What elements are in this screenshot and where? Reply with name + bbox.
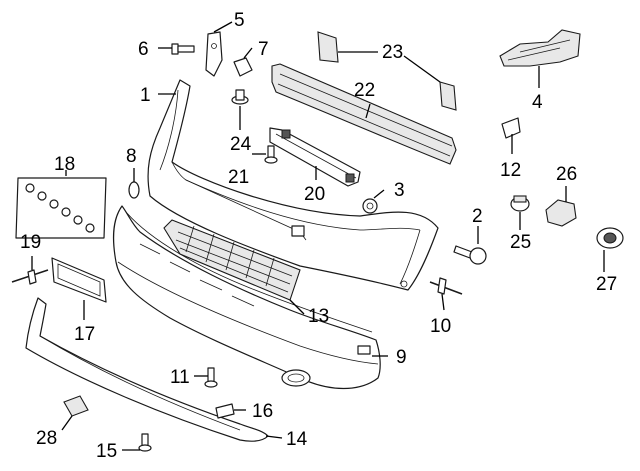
- clip[interactable]: [501, 117, 521, 139]
- bracket[interactable]: [205, 31, 223, 77]
- upper-bracket-right[interactable]: [439, 81, 457, 111]
- leader-lines: [31, 21, 605, 451]
- valance-clip[interactable]: [215, 403, 235, 419]
- bolt-valance[interactable]: [138, 433, 152, 452]
- impact-bar[interactable]: [271, 63, 457, 165]
- callout-22: 22: [354, 80, 375, 101]
- callout-27: 27: [596, 274, 617, 295]
- sensor-retainer[interactable]: [545, 199, 577, 227]
- plug[interactable]: [128, 181, 140, 199]
- callout-8: 8: [126, 146, 137, 167]
- callout-28: 28: [36, 428, 57, 449]
- callout-11: 11: [170, 367, 190, 388]
- screw[interactable]: [171, 43, 195, 55]
- callout-26: 26: [556, 164, 577, 185]
- callout-1: 1: [140, 85, 151, 106]
- callout-7: 7: [258, 39, 269, 60]
- bolt[interactable]: [231, 89, 249, 105]
- parking-sensor[interactable]: [510, 195, 530, 212]
- callout-2: 2: [472, 206, 483, 227]
- callout-5: 5: [234, 10, 245, 31]
- license-plate-bracket[interactable]: [51, 257, 107, 303]
- push-clip[interactable]: [362, 198, 378, 214]
- callout-19: 19: [20, 232, 41, 253]
- callout-4: 4: [532, 92, 543, 113]
- callout-20: 20: [304, 184, 325, 205]
- absorber-bracket[interactable]: [269, 127, 361, 187]
- callout-9: 9: [396, 347, 407, 368]
- callout-10: 10: [430, 316, 451, 337]
- screw-kit-screws: [25, 183, 95, 233]
- side-bracket[interactable]: [499, 29, 581, 67]
- callout-25: 25: [510, 232, 531, 253]
- bumper-cover[interactable]: [147, 79, 439, 291]
- sensor-bezel[interactable]: [596, 227, 624, 249]
- clip-nut[interactable]: [233, 57, 253, 77]
- retainer[interactable]: [429, 277, 463, 295]
- lower-bumper-fascia[interactable]: [112, 205, 381, 390]
- callout-3: 3: [394, 180, 405, 201]
- callout-15: 15: [96, 441, 117, 462]
- callout-16: 16: [252, 401, 273, 422]
- push-pin[interactable]: [453, 245, 487, 265]
- callout-17: 17: [74, 324, 95, 345]
- bolt-fascia[interactable]: [204, 367, 218, 388]
- callout-24: 24: [230, 134, 252, 155]
- callout-13: 13: [308, 306, 329, 327]
- callout-23: 23: [382, 42, 403, 63]
- lower-grille[interactable]: [163, 219, 301, 301]
- callout-12: 12: [500, 160, 521, 181]
- callout-labels: 1 2 3 4 5 6 7 8 9 10 11 12 13 14 15 16 1…: [20, 10, 617, 462]
- callout-21: 21: [228, 167, 249, 188]
- callout-6: 6: [138, 39, 149, 60]
- connector[interactable]: [63, 395, 89, 417]
- callout-14: 14: [286, 429, 308, 450]
- screw-kit[interactable]: [15, 177, 107, 239]
- callout-18: 18: [54, 154, 75, 175]
- bolt-lower[interactable]: [264, 145, 278, 164]
- pin[interactable]: [11, 269, 49, 285]
- upper-bracket-left[interactable]: [317, 31, 339, 63]
